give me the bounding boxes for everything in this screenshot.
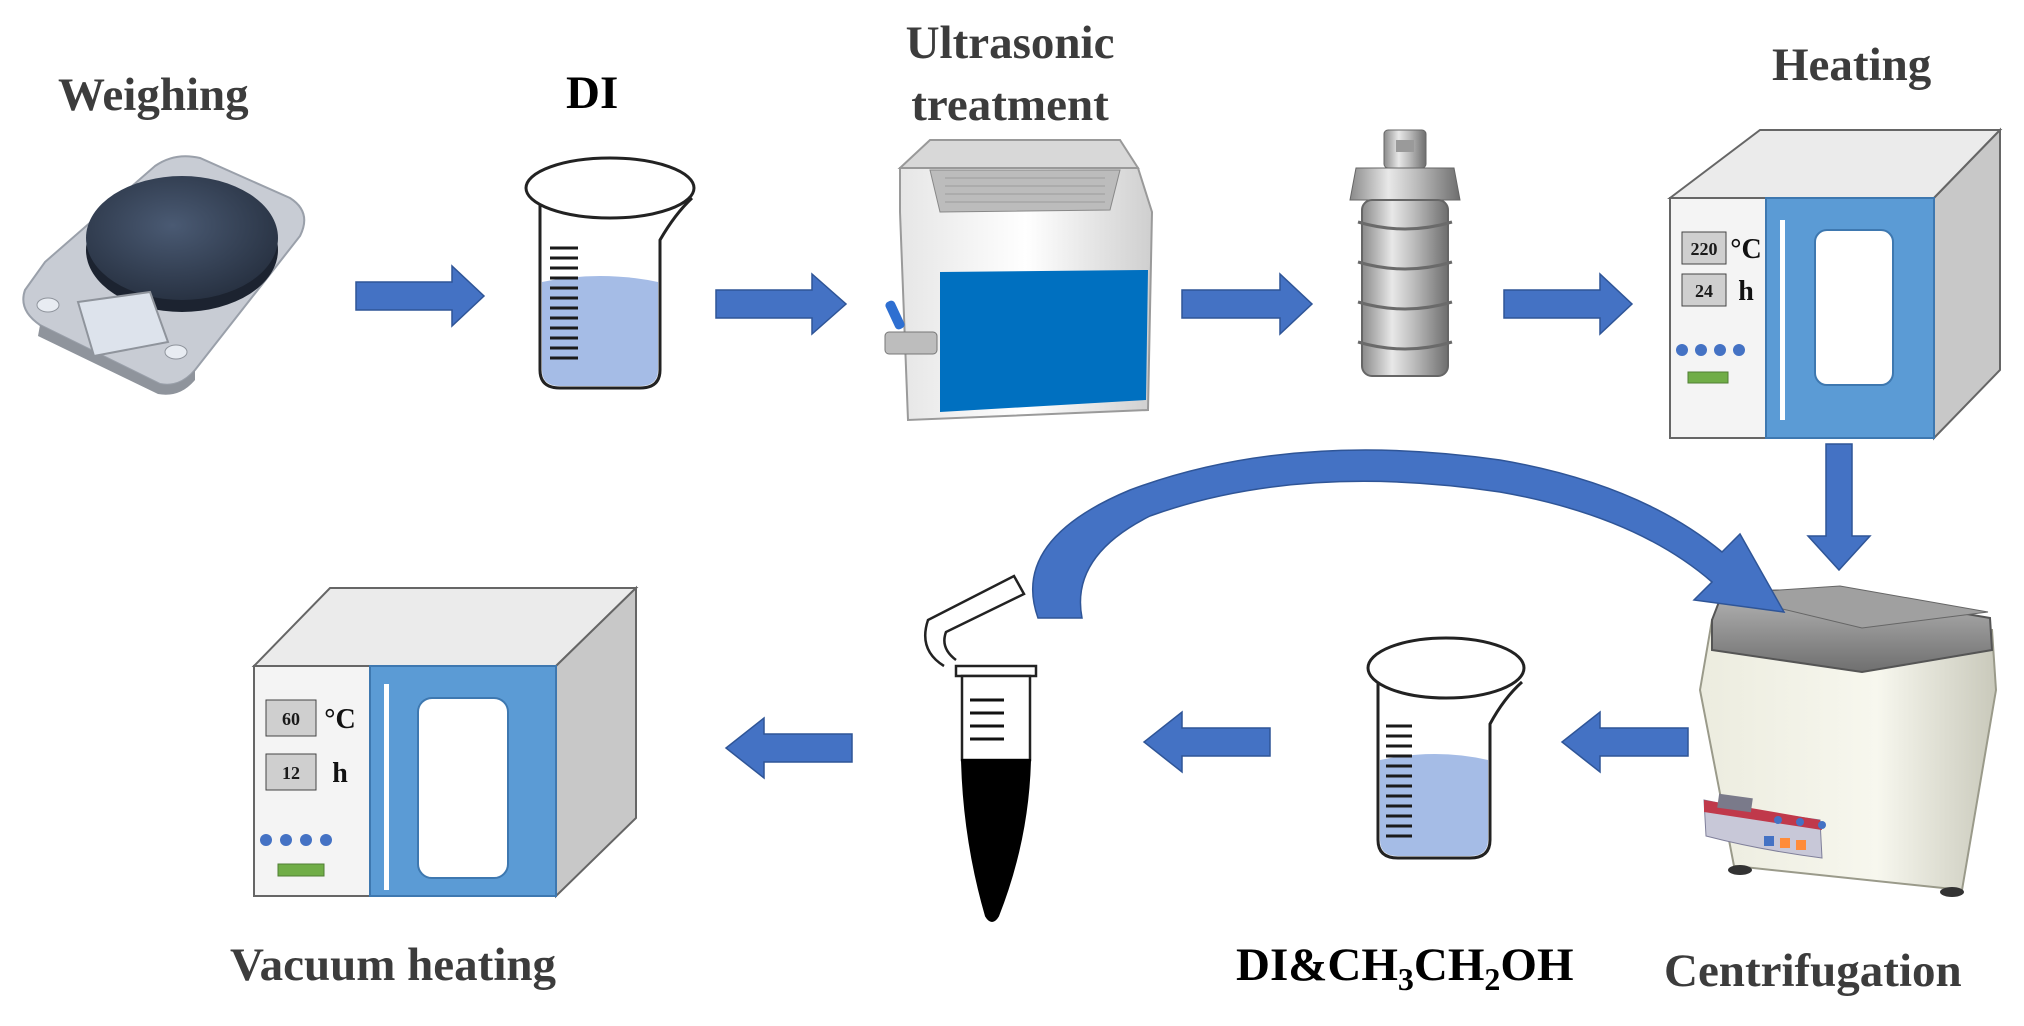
arrow-tube-to-vacuum-oven: [724, 716, 853, 780]
arrow-oven-to-centrifuge: [1806, 443, 1872, 572]
label-centrifugation: Centrifugation: [1664, 945, 1962, 997]
heating-oven-temperature: 220: [1691, 239, 1718, 259]
label-di: DI: [566, 67, 619, 119]
arrow-di-to-ultrasonic: [715, 272, 848, 336]
label-wash-solvents: DI&CH3CH2OH: [1236, 938, 1574, 995]
oven-icon: 220 °C 24 h: [1667, 127, 2003, 441]
scale-icon: [22, 155, 306, 395]
arrow-beaker-to-tube: [1142, 710, 1271, 774]
label-wash-suffix: OH: [1500, 939, 1574, 991]
vacuum-oven-icon: 60 °C 12 h: [251, 585, 639, 899]
arrow-tube-to-centrifuge-curved: [1032, 449, 1786, 619]
vacuum-oven-time: 12: [282, 763, 300, 783]
label-ultrasonic-line2: treatment: [911, 79, 1109, 131]
label-wash-mid: CH: [1413, 939, 1485, 991]
beaker-icon: [524, 156, 696, 390]
label-weighing: Weighing: [58, 69, 249, 121]
ultrasonic-bath-icon: [884, 139, 1154, 422]
arrow-centrifuge-to-beaker: [1560, 710, 1689, 774]
arrow-ultrasonic-to-autoclave: [1181, 272, 1314, 336]
label-wash-prefix: DI&CH: [1236, 939, 1398, 991]
centrifuge-tube-icon: [924, 574, 1038, 922]
autoclave-icon: [1349, 129, 1461, 377]
vacuum-oven-time-unit: h: [332, 758, 348, 789]
heating-oven-time: 24: [1695, 281, 1713, 301]
vacuum-oven-temperature: 60: [282, 709, 300, 729]
vacuum-oven-temperature-unit: °C: [324, 704, 355, 735]
label-wash-sub2: 2: [1484, 961, 1501, 997]
centrifuge-icon: [1698, 585, 1998, 897]
label-heating: Heating: [1772, 39, 1932, 91]
beaker-icon: [1366, 636, 1526, 860]
label-wash-sub1: 3: [1397, 961, 1414, 997]
heating-oven-time-unit: h: [1738, 276, 1754, 307]
label-ultrasonic-line1: Ultrasonic: [905, 17, 1115, 69]
label-vacuum-heating: Vacuum heating: [230, 939, 557, 991]
heating-oven-temperature-unit: °C: [1730, 234, 1761, 265]
arrow-weighing-to-di: [355, 264, 486, 328]
arrow-autoclave-to-oven: [1503, 272, 1634, 336]
